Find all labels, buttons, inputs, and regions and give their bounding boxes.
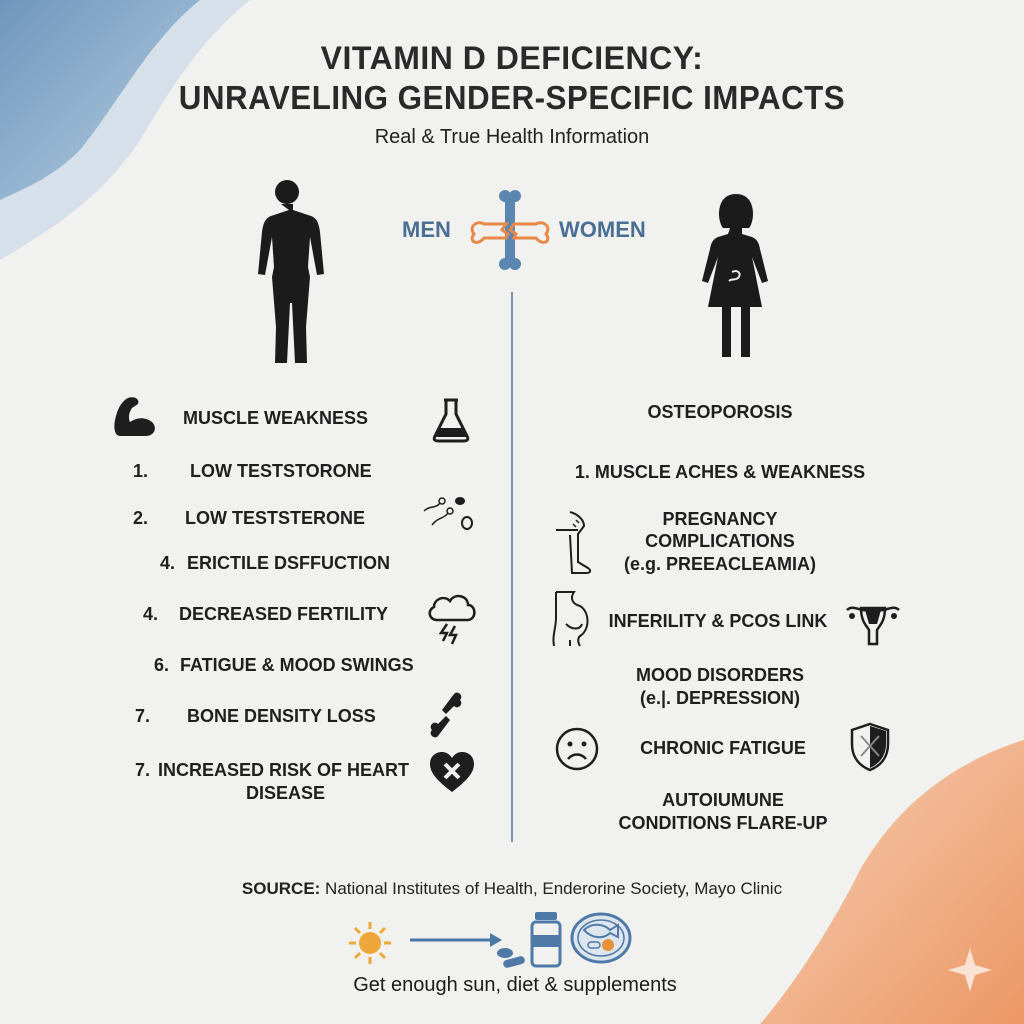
women-item-osteoporosis: OSTEOPOROSIS [647, 402, 793, 422]
men-item-num: 6. [154, 655, 170, 675]
source-label: SOURCE: [241, 879, 321, 898]
women-label: WOMEN [559, 217, 646, 242]
men-label: MEN [402, 217, 451, 242]
source-text: National Institutes of Health, Enderorin… [320, 879, 783, 898]
women-item-autoimmune-line1: AUTOIUMUNE [662, 790, 784, 810]
women-item-pregnancy-line1: PREGNANCY [662, 509, 778, 529]
men-item-heart-disease-label-line2: DISEASE [246, 783, 326, 803]
men-item-num: 4. [143, 604, 159, 624]
women-item-mood-disorders-line1: MOOD DISORDERS [635, 665, 804, 685]
men-item-num: 1. [133, 461, 149, 481]
women-item-chronic-fatigue: CHRONIC FATIGUE [640, 738, 806, 758]
men-item-low-testosterone-2: LOW TESTSTERONE [185, 508, 365, 528]
supplement-bottle-icon [497, 912, 562, 968]
women-item-mood-disorders-line2: (e.|. DEPRESSION) [639, 688, 801, 708]
men-item-heart-disease-label: INCREASED RISK OF HEART [158, 760, 410, 780]
women-item-pregnancy-line2: COMPLICATIONS [645, 531, 795, 551]
sperm-egg-icon [423, 497, 473, 530]
center-divider [511, 292, 513, 842]
man-silhouette-icon [258, 180, 324, 363]
sad-face-icon [555, 727, 599, 771]
women-item-pregnancy-line3: (e.g. PREEACLEAMIA) [623, 554, 816, 574]
title-line-1: VITAMIN D DEFICIENCY: [320, 40, 704, 76]
storm-cloud-icon [428, 594, 476, 645]
flexed-arm-icon [114, 397, 155, 436]
fish-plate-icon [570, 912, 632, 964]
men-item-fatigue-mood-swings: FATIGUE & MOOD SWINGS [180, 655, 414, 675]
women-item-muscle-aches: 1. MUSCLE ACHES & WEAKNESS [574, 462, 866, 482]
woman-silhouette-icon [702, 194, 768, 357]
flask-icon [432, 398, 470, 443]
sun-icon [349, 922, 391, 964]
heart-x-icon [430, 752, 474, 792]
tip-text: Get enough sun, diet & supplements [353, 974, 677, 996]
men-item-num: 4. [160, 553, 176, 573]
broken-bone-logo-icon [470, 190, 550, 270]
men-item-heart-disease: 7. [135, 760, 151, 780]
men-item-muscle-weakness: MUSCLE WEAKNESS [183, 408, 369, 428]
broken-bone-icon [430, 692, 462, 738]
source-line: SOURCE: National Institutes of Health, E… [0, 879, 1024, 899]
belly-icon [552, 591, 589, 647]
title-line-2: UNRAVELING GENDER-SPECIFIC IMPACTS [178, 79, 846, 116]
women-item-autoimmune-line2: CONDITIONS FLARE-UP [618, 813, 828, 833]
men-item-decreased-fertility: DECREASED FERTILITY [179, 604, 389, 624]
men-item-erectile-dysfunction: ERICTILE DSFFUCTION [187, 553, 390, 573]
uterus-icon [846, 606, 900, 646]
men-item-num: 7. [135, 706, 151, 726]
arrow-icon [410, 933, 502, 947]
broken-shield-icon [850, 722, 890, 772]
subtitle: Real & True Health Information [374, 126, 650, 148]
men-item-low-testosterone-1: LOW TESTSTORONE [190, 461, 372, 481]
men-item-bone-density-loss: BONE DENSITY LOSS [187, 706, 376, 726]
aching-leg-icon [556, 511, 592, 574]
women-item-infertility-pcos: INFERILITY & PCOS LINK [608, 611, 828, 631]
men-item-num: 2. [133, 508, 149, 528]
